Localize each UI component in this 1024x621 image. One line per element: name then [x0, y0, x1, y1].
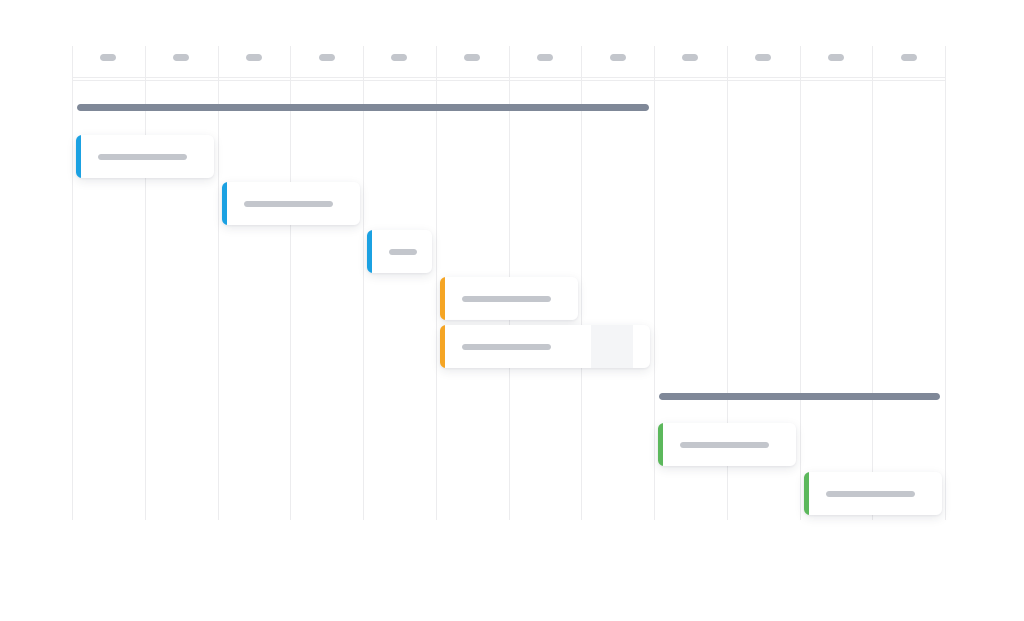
column-header-placeholder: [755, 54, 771, 61]
task-bar[interactable]: [804, 472, 942, 515]
column-header-placeholder: [319, 54, 335, 61]
grid-column-line: [72, 46, 73, 520]
grid-column-line: [727, 46, 728, 520]
column-header-placeholder: [464, 54, 480, 61]
column-header-placeholder: [682, 54, 698, 61]
task-label-placeholder: [826, 491, 915, 497]
task-bar[interactable]: [76, 135, 214, 178]
column-header-placeholder: [610, 54, 626, 61]
task-label-placeholder: [98, 154, 187, 160]
task-remaining-shade: [591, 325, 633, 368]
column-header-placeholder: [246, 54, 262, 61]
task-label-placeholder: [244, 201, 333, 207]
column-header-placeholder: [173, 54, 189, 61]
task-status-accent: [76, 135, 81, 178]
task-label-placeholder: [680, 442, 769, 448]
task-status-accent: [658, 423, 663, 466]
grid-column-line: [145, 46, 146, 520]
task-label-placeholder: [462, 296, 551, 302]
grid-column-line: [436, 46, 437, 520]
header-divider: [72, 77, 945, 78]
task-bar[interactable]: [367, 230, 432, 273]
grid-column-line: [581, 46, 582, 520]
task-bar[interactable]: [658, 423, 796, 466]
header-divider: [72, 80, 945, 81]
task-bar[interactable]: [440, 325, 650, 368]
grid-column-line: [290, 46, 291, 520]
grid-column-line: [654, 46, 655, 520]
task-status-accent: [222, 182, 227, 225]
task-label-placeholder: [462, 344, 551, 350]
summary-bar[interactable]: [659, 393, 940, 400]
column-header-placeholder: [537, 54, 553, 61]
task-status-accent: [440, 325, 445, 368]
task-status-accent: [440, 277, 445, 320]
grid-column-line: [363, 46, 364, 520]
column-header-placeholder: [828, 54, 844, 61]
column-header-placeholder: [100, 54, 116, 61]
task-bar[interactable]: [222, 182, 360, 225]
task-status-accent: [367, 230, 372, 273]
task-bar[interactable]: [440, 277, 578, 320]
grid-column-line: [872, 46, 873, 520]
grid-column-line: [945, 46, 946, 520]
column-header-placeholder: [901, 54, 917, 61]
task-label-placeholder: [389, 249, 417, 255]
column-header-placeholder: [391, 54, 407, 61]
grid-column-line: [800, 46, 801, 520]
summary-bar[interactable]: [77, 104, 649, 111]
grid-column-line: [218, 46, 219, 520]
task-status-accent: [804, 472, 809, 515]
